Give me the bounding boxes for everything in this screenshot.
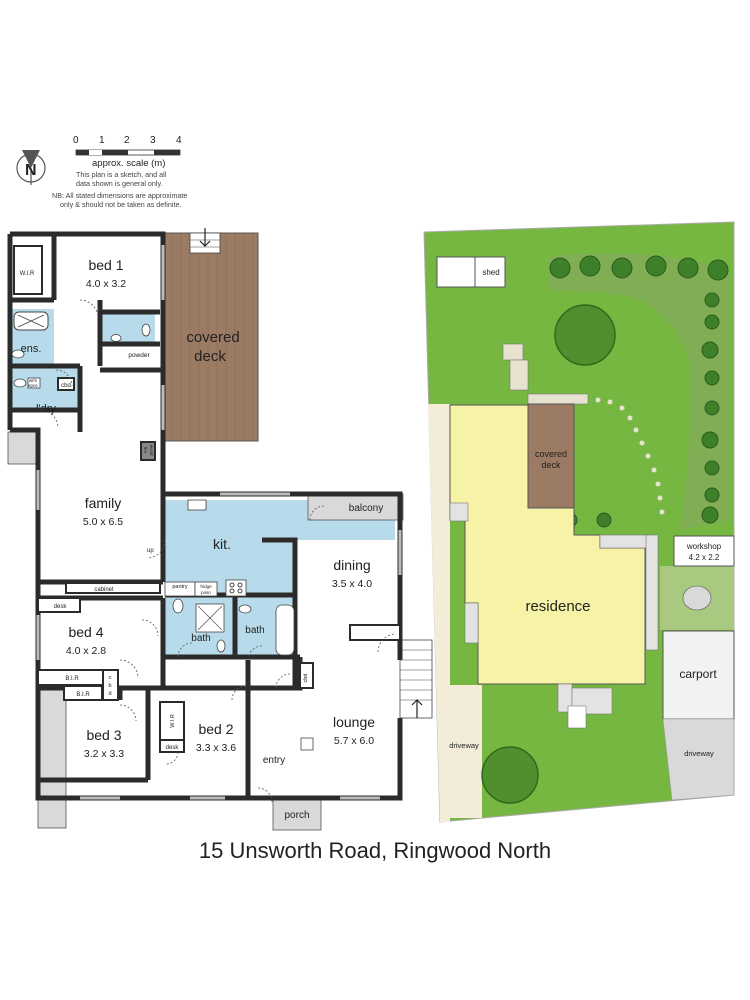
scale-label: approx. scale (m) — [92, 158, 165, 169]
stepping-stones — [595, 397, 665, 515]
side-pad — [7, 431, 39, 465]
walls — [7, 231, 403, 801]
bed3-label: bed 3 — [86, 727, 121, 743]
scale-tick-4: 4 — [176, 135, 182, 146]
cbd-vert-b: b — [108, 683, 111, 689]
garden-step — [502, 343, 524, 361]
wm-label-1: w/m — [29, 378, 38, 383]
wood-fire-1: wood — [149, 445, 154, 456]
floor-plan: bed 1 4.0 x 3.2 W.I.R ens. powder covere… — [7, 228, 433, 831]
workshop-block — [673, 535, 735, 567]
tree-icon — [481, 746, 539, 804]
deck-boards — [171, 233, 254, 441]
bath1-label: bath — [191, 633, 210, 644]
driveway-left-label: driveway — [449, 741, 479, 750]
lounge-dim: 5.7 x 6.0 — [334, 735, 374, 747]
wood-fire-2: fire — [143, 447, 148, 454]
garden-bed — [548, 253, 730, 530]
fridge-label-1: fridge — [200, 584, 212, 589]
door-swings — [39, 299, 397, 803]
balcony-label: balcony — [349, 503, 383, 514]
shed-block — [436, 256, 506, 288]
scale-note-2: data shown is general only. — [76, 179, 163, 188]
ens-label: ens. — [21, 343, 42, 355]
shed-label: shed — [482, 268, 499, 277]
bed1-dim: 4.0 x 3.2 — [86, 278, 126, 290]
scale-tick-1: 1 — [99, 135, 105, 146]
driveway-right — [662, 718, 735, 801]
bed2-label: bed 2 — [198, 721, 233, 737]
desk1-label: desk — [54, 604, 68, 610]
driveway-right-label: driveway — [684, 749, 714, 758]
bed4-dim: 4.0 x 2.8 — [66, 645, 106, 657]
cbd-label: cbd — [61, 383, 71, 389]
balcony-pad — [307, 493, 404, 521]
driveway-left — [442, 685, 482, 818]
dining-label: dining — [333, 557, 370, 573]
wm-label-2: spce — [28, 383, 38, 388]
cbd-vert-d: d — [108, 691, 111, 697]
site-deck-label-2: deck — [541, 460, 561, 470]
bed3-dim: 3.2 x 3.3 — [84, 748, 124, 760]
bir1-label: B.I.R — [65, 676, 79, 682]
scale-tick-0: 0 — [73, 135, 79, 146]
family-label: family — [85, 495, 122, 511]
nb-note-1: NB: All stated dimensions are approximat… — [52, 191, 187, 200]
nb-note-2: only & should not be taken as definite. — [60, 200, 181, 209]
north-compass-icon: N — [16, 150, 46, 185]
cbd2-label: cbd — [303, 674, 309, 683]
up-label: up — [147, 548, 154, 554]
bed4-label: bed 4 — [68, 624, 103, 640]
scale-legend: 0 1 2 3 4 approx. scale (m) This plan is… — [52, 135, 187, 209]
deck-label-1: covered — [186, 329, 239, 346]
pantry-label: pantry — [172, 584, 188, 590]
ldry-label: l'dry — [36, 403, 56, 415]
entry-label: entry — [263, 755, 285, 766]
wir1-label: W.I.R — [20, 271, 35, 277]
scale-bar — [75, 149, 181, 156]
cabinet-label: cabinet — [94, 587, 114, 593]
carport-label: carport — [679, 667, 717, 681]
property-address: 15 Unsworth Road, Ringwood North — [198, 838, 552, 863]
bir2-label: B.I.R — [76, 692, 90, 698]
site-deck-label-1: covered — [535, 449, 567, 459]
desk2-label: desk — [166, 745, 180, 751]
windows — [36, 245, 402, 800]
fixtures — [11, 311, 314, 751]
deck-label-2: deck — [194, 348, 226, 365]
inner-thin-walls — [13, 245, 401, 753]
residence-label: residence — [525, 598, 590, 615]
workshop-dim: 4.2 x 2.2 — [689, 553, 720, 562]
covered-deck-floor — [163, 233, 258, 441]
scale-tick-3: 3 — [150, 135, 156, 146]
front-stairs — [399, 639, 433, 719]
workshop-label: workshop — [686, 542, 722, 551]
porch-pad — [272, 798, 322, 831]
side-path — [37, 687, 67, 829]
deck-steps — [189, 228, 221, 254]
carport-block — [662, 630, 735, 720]
bed2-dim: 3.3 x 3.6 — [196, 742, 236, 754]
compass-letter: N — [25, 162, 37, 179]
garden-step — [509, 359, 529, 391]
kit-label: kit. — [213, 536, 231, 552]
scale-note-1: This plan is a sketch, and all — [76, 170, 167, 179]
deck-path — [527, 393, 589, 405]
family-dim: 5.0 x 6.5 — [83, 516, 123, 528]
bath2-label: bath — [245, 625, 264, 636]
scale-tick-2: 2 — [124, 135, 130, 146]
bed1-label: bed 1 — [88, 257, 123, 273]
cbd-vert-c: c — [109, 675, 112, 681]
tree-icon — [554, 304, 616, 366]
fridge-label-2: posn — [201, 590, 211, 595]
lounge-label: lounge — [333, 714, 375, 730]
porch-label: porch — [284, 810, 309, 821]
powder-label: powder — [128, 352, 150, 359]
wir2-label: W.I.R — [170, 714, 176, 727]
dining-dim: 3.5 x 4.0 — [332, 578, 372, 590]
site-plan: shed covered deck residence workshop 4.2… — [423, 221, 735, 823]
